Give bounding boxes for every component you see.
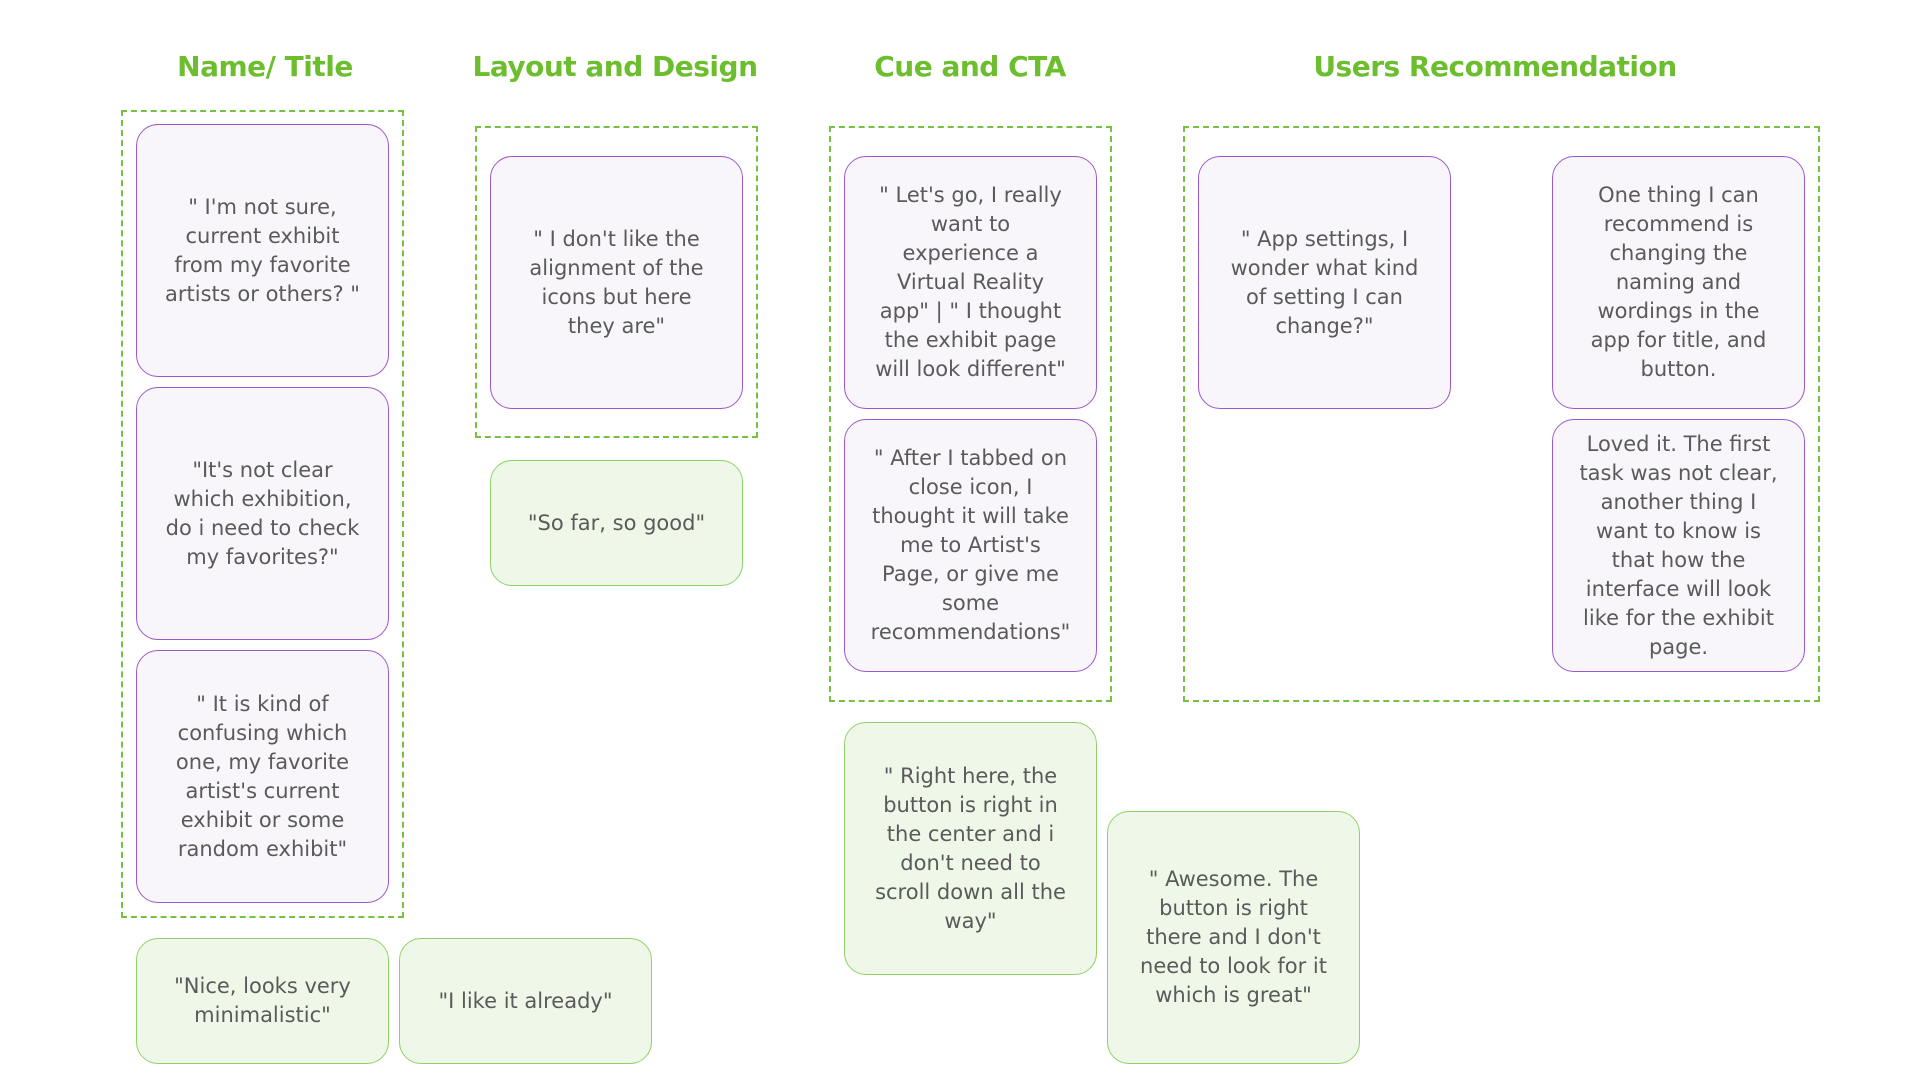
sticky-note: "Nice, looks very minimalistic" <box>136 938 389 1064</box>
heading-cue-cta: Cue and CTA <box>874 50 1066 83</box>
sticky-note: "I like it already" <box>399 938 652 1064</box>
sticky-note: " I don't like the alignment of the icon… <box>490 156 743 409</box>
group-name-title <box>121 110 404 918</box>
group-cue-cta <box>829 126 1112 702</box>
sticky-note: " After I tabbed on close icon, I though… <box>844 419 1097 672</box>
sticky-note: " I'm not sure, current exhibit from my … <box>136 124 389 377</box>
group-layout-design <box>475 126 758 438</box>
sticky-note: " It is kind of confusing which one, my … <box>136 650 389 903</box>
heading-users-recommendation: Users Recommendation <box>1313 50 1677 83</box>
sticky-note: " Right here, the button is right in the… <box>844 722 1097 975</box>
sticky-note: "So far, so good" <box>490 460 743 586</box>
sticky-note: " Let's go, I really want to experience … <box>844 156 1097 409</box>
heading-layout-design: Layout and Design <box>472 50 758 83</box>
group-users-recommendation <box>1183 126 1820 702</box>
sticky-note: " App settings, I wonder what kind of se… <box>1198 156 1451 409</box>
sticky-note: "It's not clear which exhibition, do i n… <box>136 387 389 640</box>
heading-name-title: Name/ Title <box>177 50 353 83</box>
sticky-note: Loved it. The first task was not clear, … <box>1552 419 1805 672</box>
sticky-note: " Awesome. The button is right there and… <box>1107 811 1360 1064</box>
sticky-note: One thing I can recommend is changing th… <box>1552 156 1805 409</box>
